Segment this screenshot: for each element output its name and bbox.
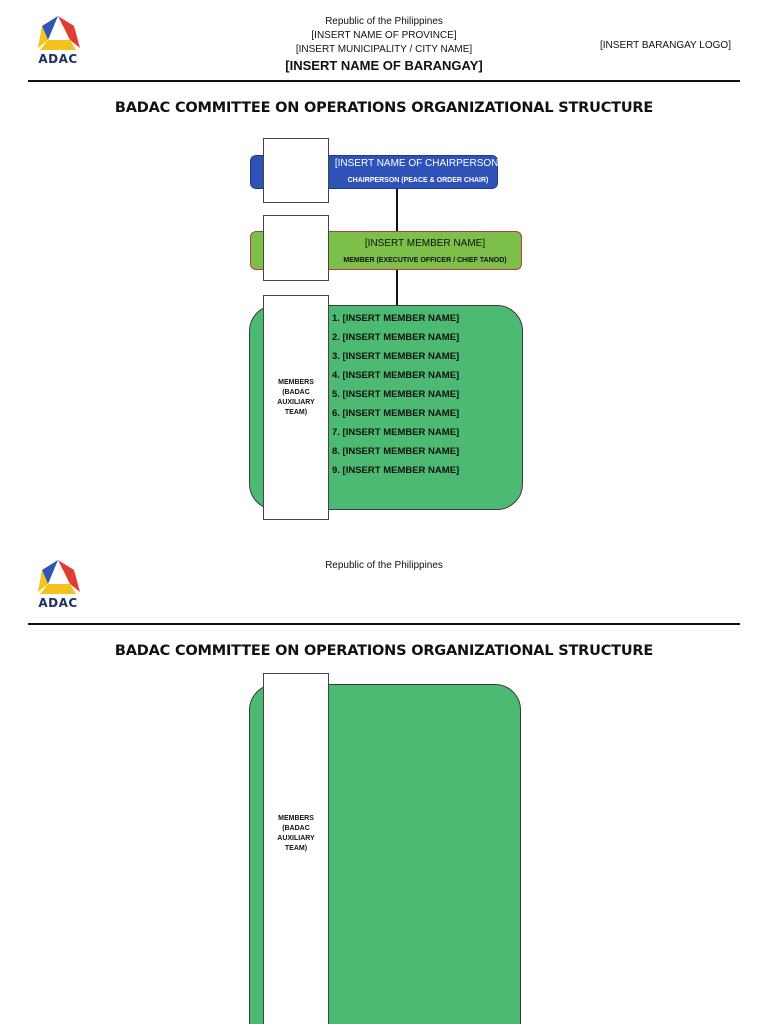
- logo-text: ADAC: [38, 596, 78, 610]
- member-name: [INSERT MEMBER NAME]: [364, 238, 486, 249]
- list-item: 1. [INSERT MEMBER NAME]: [332, 313, 460, 324]
- members-group-label: MEMBERS (BADAC AUXILIARY TEAM): [263, 814, 329, 854]
- adac-emblem-icon: [38, 16, 80, 50]
- adac-logo: ADAC: [30, 558, 86, 616]
- chairperson-role: CHAIRPERSON (PEACE & ORDER CHAIR): [347, 177, 489, 184]
- members-label-line: (BADAC: [282, 389, 310, 396]
- members-label-column: [263, 673, 329, 1024]
- members-label-line: TEAM): [284, 409, 308, 416]
- list-item: 3. [INSERT MEMBER NAME]: [332, 351, 460, 362]
- members-label-line: MEMBERS: [278, 379, 314, 386]
- header-rule: [28, 80, 740, 82]
- members-label-line: (BADAC: [282, 825, 310, 832]
- member-role: MEMBER (EXECUTIVE OFFICER / CHIEF TANOD): [343, 257, 507, 264]
- list-item: 5. [INSERT MEMBER NAME]: [332, 389, 460, 400]
- members-label-line: AUXILIARY: [277, 835, 315, 842]
- members-label-line: TEAM): [284, 845, 308, 852]
- list-item: 6. [INSERT MEMBER NAME]: [332, 408, 460, 419]
- list-item: 9. [INSERT MEMBER NAME]: [332, 465, 460, 476]
- member-list: 1. [INSERT MEMBER NAME] 2. [INSERT MEMBE…: [332, 309, 459, 480]
- chairperson-photo-box: [263, 138, 329, 203]
- members-label-line: MEMBERS: [278, 815, 314, 822]
- page-title: BADAC COMMITTEE ON OPERATIONS ORGANIZATI…: [114, 643, 654, 659]
- adac-logo: ADAC: [30, 14, 86, 72]
- members-label-column: [263, 295, 329, 520]
- barangay-logo-placeholder: [INSERT BARANGAY LOGO]: [600, 40, 731, 51]
- logo-text: ADAC: [38, 52, 78, 66]
- list-item: 2. [INSERT MEMBER NAME]: [332, 332, 460, 343]
- member-photo-box: [263, 215, 329, 281]
- list-item: 7. [INSERT MEMBER NAME]: [332, 427, 460, 438]
- chairperson-name: [INSERT NAME OF CHAIRPERSON]: [334, 158, 502, 169]
- members-label-line: AUXILIARY: [277, 399, 315, 406]
- adac-emblem-icon: [38, 560, 80, 594]
- page-title: BADAC COMMITTEE ON OPERATIONS ORGANIZATI…: [114, 100, 654, 116]
- province-placeholder: [INSERT NAME OF PROVINCE]: [311, 30, 457, 41]
- list-item: 8. [INSERT MEMBER NAME]: [332, 446, 460, 457]
- municipality-placeholder: [INSERT MUNICIPALITY / CITY NAME]: [295, 44, 473, 55]
- republic-text: Republic of the Philippines: [325, 560, 443, 571]
- republic-text: Republic of the Philippines: [325, 16, 443, 27]
- barangay-placeholder: [INSERT NAME OF BARANGAY]: [285, 58, 483, 73]
- members-group-label: MEMBERS (BADAC AUXILIARY TEAM): [263, 378, 329, 418]
- list-item: 4. [INSERT MEMBER NAME]: [332, 370, 460, 381]
- header-rule: [28, 623, 740, 625]
